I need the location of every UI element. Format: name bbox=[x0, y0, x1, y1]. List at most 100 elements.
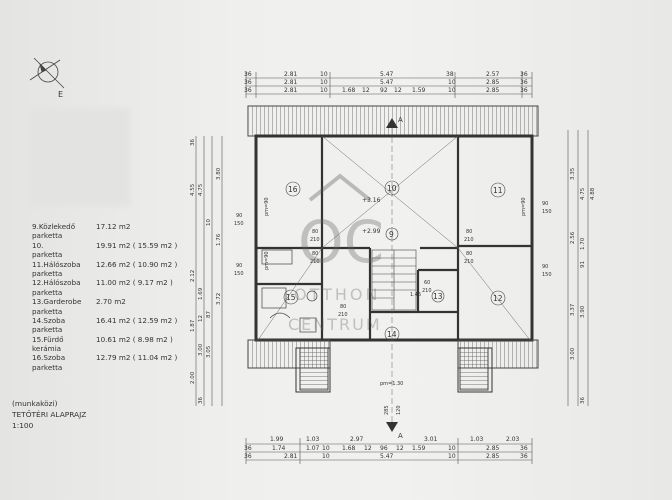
svg-text:pm=90: pm=90 bbox=[264, 251, 270, 270]
svg-text:3.35: 3.35 bbox=[570, 167, 576, 180]
svg-text:2.81: 2.81 bbox=[284, 87, 298, 94]
room-15-label: 15 bbox=[286, 293, 296, 302]
left-dimension-labels: 36 4.55 4.75 3.80 10 1.76 2.12 1.69 1.87… bbox=[190, 139, 222, 404]
svg-text:3.37: 3.37 bbox=[570, 303, 576, 316]
svg-text:10: 10 bbox=[448, 453, 456, 460]
svg-text:10: 10 bbox=[320, 71, 328, 78]
svg-text:+2.99: +2.99 bbox=[362, 228, 381, 235]
svg-text:2.85: 2.85 bbox=[486, 87, 500, 94]
svg-text:4.75: 4.75 bbox=[580, 187, 586, 200]
svg-text:4.75: 4.75 bbox=[198, 183, 204, 196]
svg-text:CENTRUM: CENTRUM bbox=[288, 315, 382, 334]
svg-text:1.03: 1.03 bbox=[470, 436, 484, 443]
drawing-caption: (munkaközi) TETŐTÉRI ALAPRAJZ 1:100 bbox=[12, 398, 86, 431]
bottom-dimension-labels: 1.99 1.03 2.97 3.01 1.03 2.03 36 1.74 1.… bbox=[244, 436, 528, 460]
interior-walls bbox=[256, 136, 532, 340]
room-10-label: 10 bbox=[387, 184, 397, 193]
svg-text:2.85: 2.85 bbox=[486, 79, 500, 86]
watermark-logo: OC OTTHON CENTRUM bbox=[288, 173, 384, 334]
top-dimension-lines bbox=[245, 72, 533, 98]
svg-text:150: 150 bbox=[542, 209, 552, 215]
svg-text:60: 60 bbox=[424, 280, 430, 286]
bottom-dimension-lines bbox=[245, 438, 533, 464]
svg-text:10: 10 bbox=[448, 79, 456, 86]
svg-text:1.76: 1.76 bbox=[216, 233, 222, 246]
legend-floor: parketta bbox=[32, 306, 63, 316]
legend-item: 10.19.91 m2 ( 15.59 m2 ) bbox=[32, 240, 178, 250]
caption-title: TETŐTÉRI ALAPRAJZ bbox=[12, 410, 87, 419]
svg-text:36: 36 bbox=[244, 445, 252, 452]
room-13-label: 13 bbox=[433, 292, 443, 301]
svg-text:210: 210 bbox=[464, 259, 474, 265]
svg-text:12: 12 bbox=[362, 87, 370, 94]
svg-text:2.57: 2.57 bbox=[486, 71, 500, 78]
svg-text:91: 91 bbox=[580, 261, 586, 268]
svg-text:80: 80 bbox=[466, 229, 472, 235]
svg-text:3.90: 3.90 bbox=[580, 305, 586, 318]
svg-text:3.72: 3.72 bbox=[216, 293, 222, 305]
legend-floor: parketta bbox=[32, 362, 63, 372]
svg-text:150: 150 bbox=[234, 271, 244, 277]
caption-scale: 1:100 bbox=[12, 421, 34, 430]
svg-text:A: A bbox=[398, 432, 403, 440]
room-16-label: 16 bbox=[288, 185, 298, 194]
svg-text:3.80: 3.80 bbox=[216, 167, 222, 180]
room-numbers: 16 10 11 9 12 13 14 15 bbox=[283, 180, 506, 342]
svg-text:2.81: 2.81 bbox=[284, 79, 298, 86]
room-9-label: 9 bbox=[389, 230, 394, 239]
svg-text:2.85: 2.85 bbox=[486, 453, 500, 460]
svg-text:2.12: 2.12 bbox=[190, 270, 196, 282]
svg-text:90: 90 bbox=[542, 201, 548, 207]
svg-text:OC: OC bbox=[298, 208, 384, 276]
left-dimension-lines bbox=[195, 136, 223, 406]
svg-text:36: 36 bbox=[244, 79, 252, 86]
room-11-label: 11 bbox=[493, 186, 503, 195]
room-14-label: 14 bbox=[387, 330, 397, 339]
svg-text:36: 36 bbox=[520, 87, 528, 94]
svg-text:210: 210 bbox=[310, 259, 320, 265]
svg-text:1.99: 1.99 bbox=[270, 436, 284, 443]
svg-text:36: 36 bbox=[520, 453, 528, 460]
svg-text:1.59: 1.59 bbox=[412, 87, 426, 94]
north-arrow-icon bbox=[29, 57, 65, 89]
svg-text:36: 36 bbox=[244, 71, 252, 78]
svg-text:210: 210 bbox=[338, 312, 348, 318]
svg-text:1.87: 1.87 bbox=[190, 319, 196, 332]
svg-text:OTTHON: OTTHON bbox=[294, 285, 380, 304]
svg-text:36: 36 bbox=[520, 79, 528, 86]
svg-text:1.69: 1.69 bbox=[198, 287, 204, 300]
svg-text:36: 36 bbox=[244, 87, 252, 94]
svg-text:5.47: 5.47 bbox=[380, 79, 394, 86]
outer-walls bbox=[254, 134, 534, 342]
svg-text:10: 10 bbox=[206, 219, 212, 226]
section-markers: A A bbox=[386, 116, 403, 440]
svg-text:pm=1.30: pm=1.30 bbox=[380, 381, 403, 387]
svg-text:12: 12 bbox=[364, 445, 372, 452]
svg-text:2.03: 2.03 bbox=[506, 436, 520, 443]
legend-floor: parketta bbox=[32, 231, 63, 241]
svg-text:+3.16: +3.16 bbox=[362, 197, 381, 204]
svg-text:90: 90 bbox=[542, 264, 548, 270]
svg-text:1.03: 1.03 bbox=[306, 436, 320, 443]
svg-text:150: 150 bbox=[234, 221, 244, 227]
level-marks: +3.16 +2.99 bbox=[362, 197, 381, 235]
door-labels: 90 150 90 150 80 210 80 210 80 210 80 21… bbox=[234, 197, 552, 415]
svg-text:2.56: 2.56 bbox=[570, 231, 576, 244]
svg-text:285: 285 bbox=[384, 405, 390, 415]
svg-text:10: 10 bbox=[448, 87, 456, 94]
svg-text:36: 36 bbox=[244, 453, 252, 460]
svg-text:2.81: 2.81 bbox=[284, 453, 298, 460]
svg-text:36: 36 bbox=[580, 397, 586, 404]
svg-text:10: 10 bbox=[320, 87, 328, 94]
svg-text:10: 10 bbox=[322, 445, 330, 452]
svg-text:10: 10 bbox=[322, 453, 330, 460]
svg-text:36: 36 bbox=[190, 139, 196, 146]
svg-text:12: 12 bbox=[396, 445, 404, 452]
svg-text:4.88: 4.88 bbox=[590, 187, 596, 200]
bathroom-fixtures bbox=[261, 249, 318, 333]
